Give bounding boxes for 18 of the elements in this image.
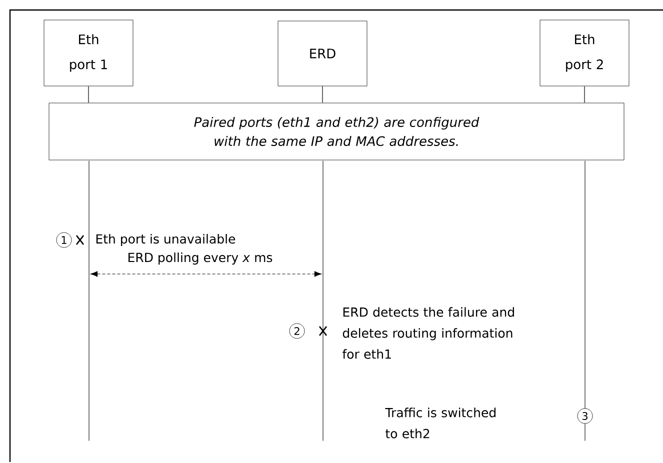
edge-label: ERD polling every x ms <box>128 252 272 265</box>
note-box: Paired ports (eth1 and eth2) are configured with the same IP and MAC addresses. <box>48 102 624 160</box>
lifeline <box>88 160 90 441</box>
event-text: ERD detects the failure and deletes routing information for eth1 <box>342 307 514 359</box>
polling-arrow <box>90 271 322 277</box>
callout-number: 2 <box>289 323 305 339</box>
component-box: Eth port 1 <box>44 20 134 86</box>
connector-line <box>322 86 323 104</box>
callout-number: 3 <box>577 408 593 424</box>
event-text: Eth port is unavailable <box>96 234 236 246</box>
lifeline <box>322 160 324 441</box>
component-box: ERD <box>278 20 368 86</box>
component-box: Eth port 2 <box>540 20 630 86</box>
connector-line <box>584 86 585 104</box>
connector-line <box>88 86 89 104</box>
callout-number: 1 <box>56 232 72 248</box>
lifeline <box>584 160 586 441</box>
event-text: Traffic is switched to eth2 <box>385 408 496 438</box>
